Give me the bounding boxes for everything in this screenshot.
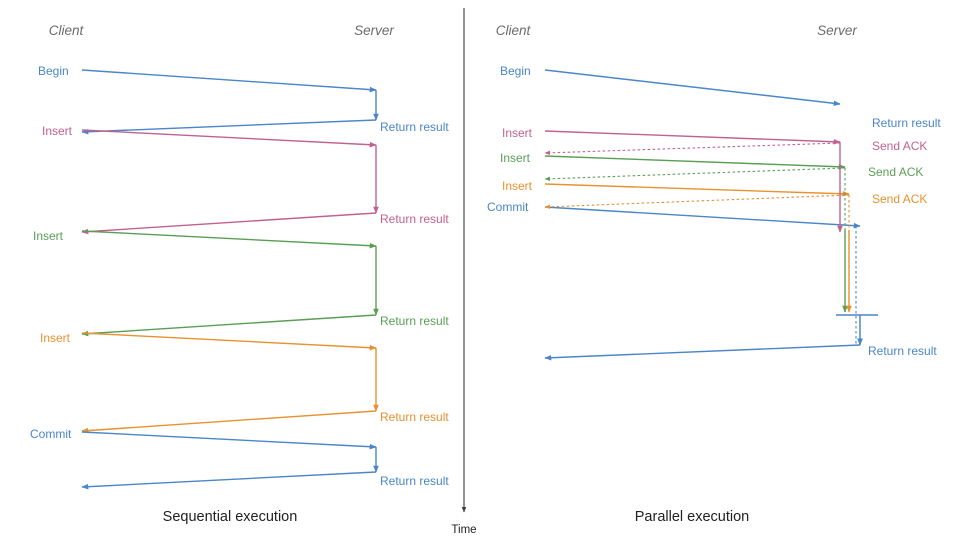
client-message-label-insert-2: Insert: [33, 229, 64, 243]
actor-label-server-right: Server: [817, 23, 857, 38]
time-axis-label: Time: [451, 524, 476, 536]
request-arrow-commit-parallel: [544, 206, 861, 229]
time-axis-group: Time: [451, 8, 477, 536]
response-arrow-insert2: [81, 314, 377, 337]
request-arrow-insert3-parallel: [544, 183, 850, 197]
right-server-labels: Return result Send ACK Send ACK Send ACK…: [868, 116, 941, 358]
request-arrow-commit: [81, 431, 377, 450]
response-arrow-insert3: [81, 410, 377, 434]
right-panel-parallel: Client Server Begin Insert Insert Insert…: [487, 23, 941, 525]
right-actor-headers: Client Server: [496, 23, 858, 38]
caption-parallel-execution: Parallel execution: [635, 509, 749, 525]
server-message-label-return-parallel-2: Return result: [868, 344, 937, 358]
client-message-label-insert-3-parallel: Insert: [502, 179, 533, 193]
request-arrow-begin-parallel: [544, 69, 841, 107]
server-message-label-return-2: Return result: [380, 212, 449, 226]
client-message-label-begin-parallel: Begin: [500, 64, 531, 78]
response-arrow-commit: [81, 471, 377, 490]
server-message-label-return-3: Return result: [380, 314, 449, 328]
left-client-labels: Begin Insert Insert Insert Commit: [30, 64, 73, 441]
request-arrow-insert2: [81, 230, 377, 249]
request-arrow-insert1: [81, 129, 377, 148]
left-actor-headers: Client Server: [49, 23, 395, 38]
request-arrow-insert1-parallel: [544, 130, 841, 145]
server-message-label-ack-2: Send ACK: [868, 165, 923, 179]
left-server-labels: Return result Return result Return resul…: [380, 120, 449, 488]
response-arrow-begin: [81, 119, 377, 135]
client-message-label-insert-1: Insert: [42, 124, 73, 138]
client-message-label-commit: Commit: [30, 427, 72, 441]
caption-sequential-execution: Sequential execution: [163, 509, 298, 525]
client-message-label-begin: Begin: [38, 64, 69, 78]
client-message-label-insert-1-parallel: Insert: [502, 126, 533, 140]
ack-arrow-ack1: [544, 142, 841, 156]
server-message-label-ack-1: Send ACK: [872, 139, 927, 153]
client-message-label-commit-parallel: Commit: [487, 200, 529, 214]
server-message-label-return-1: Return result: [380, 120, 449, 134]
client-message-label-insert-3: Insert: [40, 331, 71, 345]
right-client-labels: Begin Insert Insert Insert Commit: [487, 64, 533, 214]
response-arrow-insert1: [81, 212, 377, 235]
actor-label-client-left: Client: [49, 23, 85, 38]
ack-arrow-ack2: [544, 167, 846, 182]
right-message-arrows: [544, 69, 878, 361]
final-return-arrow: [544, 344, 861, 361]
server-message-label-return-4: Return result: [380, 410, 449, 424]
left-panel-sequential: Client Server Begin Insert Insert Insert…: [30, 23, 449, 525]
request-arrow-insert2-parallel: [544, 155, 846, 170]
client-message-label-insert-2-parallel: Insert: [500, 151, 531, 165]
left-message-arrows: [81, 69, 379, 490]
request-arrow-begin: [81, 69, 377, 93]
server-message-label-return-5: Return result: [380, 474, 449, 488]
actor-label-client-right: Client: [496, 23, 532, 38]
server-message-label-return-parallel-1: Return result: [872, 116, 941, 130]
server-message-label-ack-3: Send ACK: [872, 192, 927, 206]
ack-arrow-ack3: [544, 194, 850, 210]
request-arrow-insert3: [81, 332, 377, 351]
actor-label-server-left: Server: [354, 23, 394, 38]
